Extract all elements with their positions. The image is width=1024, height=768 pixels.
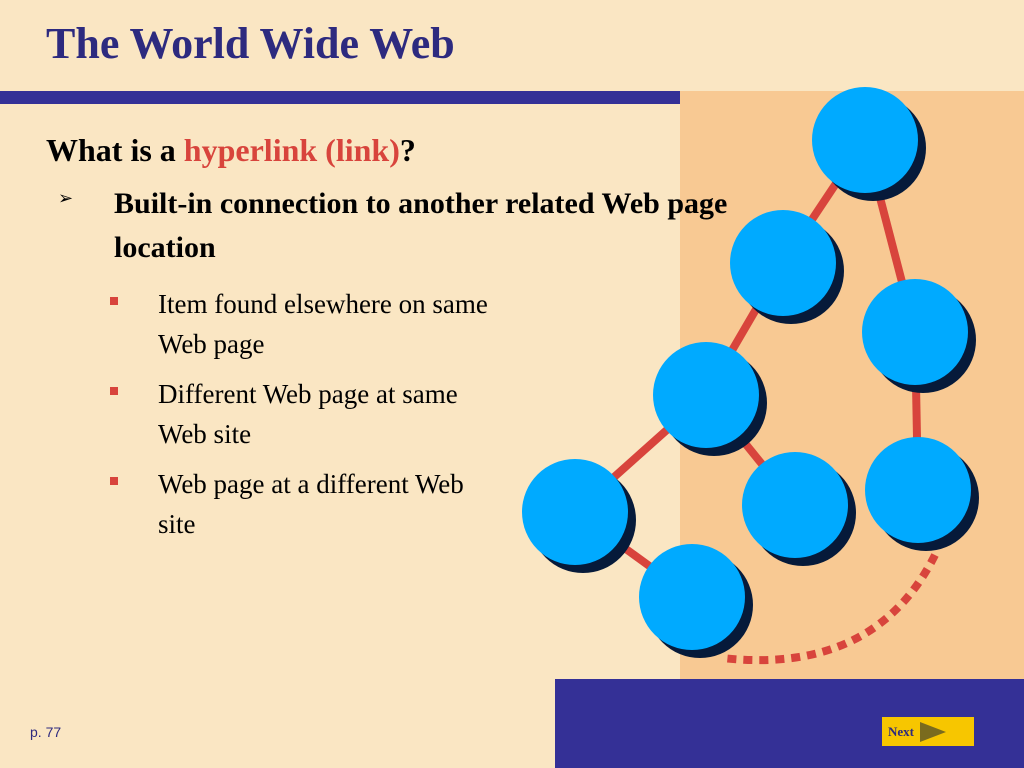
title-rule	[0, 91, 680, 104]
square-bullet-icon	[110, 297, 118, 305]
page-node	[522, 459, 636, 573]
play-arrow-icon	[920, 722, 946, 742]
page-node	[812, 87, 926, 201]
next-button[interactable]: Next	[882, 717, 974, 746]
page-reference: p. 77	[30, 724, 62, 740]
question-suffix: ?	[399, 132, 416, 168]
arrow-bullet-icon: ➢	[58, 188, 74, 209]
question-heading: What is a hyperlink (link)?	[46, 132, 416, 169]
page-node	[862, 279, 976, 393]
page-node	[730, 210, 844, 324]
page-node	[865, 437, 979, 551]
dotted-link-path	[721, 553, 939, 665]
next-button-label: Next	[888, 724, 914, 739]
page-node	[639, 544, 753, 658]
square-bullet-icon	[110, 387, 118, 395]
sub-bullet-text: Web page at a different Web site	[158, 469, 464, 539]
sub-bullet-text: Item found elsewhere on same Web page	[158, 289, 488, 359]
page-node	[742, 452, 856, 566]
sub-bullet-text: Different Web page at same Web site	[158, 379, 458, 449]
question-highlight: hyperlink (link)	[183, 132, 400, 168]
question-prefix: What is a	[46, 132, 184, 168]
slide-title: The World Wide Web	[46, 19, 455, 68]
main-bullet-text: Built-in connection to another related W…	[114, 187, 728, 264]
page-node	[653, 342, 767, 456]
square-bullet-icon	[110, 477, 118, 485]
